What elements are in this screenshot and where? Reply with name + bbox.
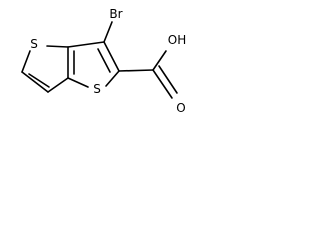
bond-carboxyl-o: [152, 69, 173, 99]
bond-carboxyl-oh: [152, 50, 167, 71]
bond-c7-c6: [103, 41, 120, 72]
bond-s1-c2: [21, 50, 31, 73]
bond-c7a-c7: [67, 41, 105, 48]
bond-c2-c3-inner: [28, 73, 50, 88]
thienothiophene-structure: S S Br OH O: [21, 7, 186, 115]
bond-c2-c3: [21, 71, 49, 93]
bond-c7a-s1: [46, 45, 69, 48]
atom-label-sulfur-left: S: [30, 37, 38, 51]
atom-label-oxygen-carbonyl: O: [176, 101, 185, 115]
bond-s4-c3a: [67, 77, 89, 88]
bond-c7-c6-inner: [97, 48, 111, 73]
atom-label-sulfur-bottom: S: [93, 82, 101, 96]
bond-c3-c3a: [47, 77, 69, 93]
atom-label-bromine: Br: [109, 7, 122, 21]
bond-c6-s4: [105, 70, 120, 87]
bond-c7-br: [103, 21, 113, 43]
bond-c6-ccarboxyl: [118, 69, 154, 72]
bond-carboxyl-o-double: [158, 65, 178, 94]
atom-label-hydroxyl: OH: [168, 33, 186, 47]
